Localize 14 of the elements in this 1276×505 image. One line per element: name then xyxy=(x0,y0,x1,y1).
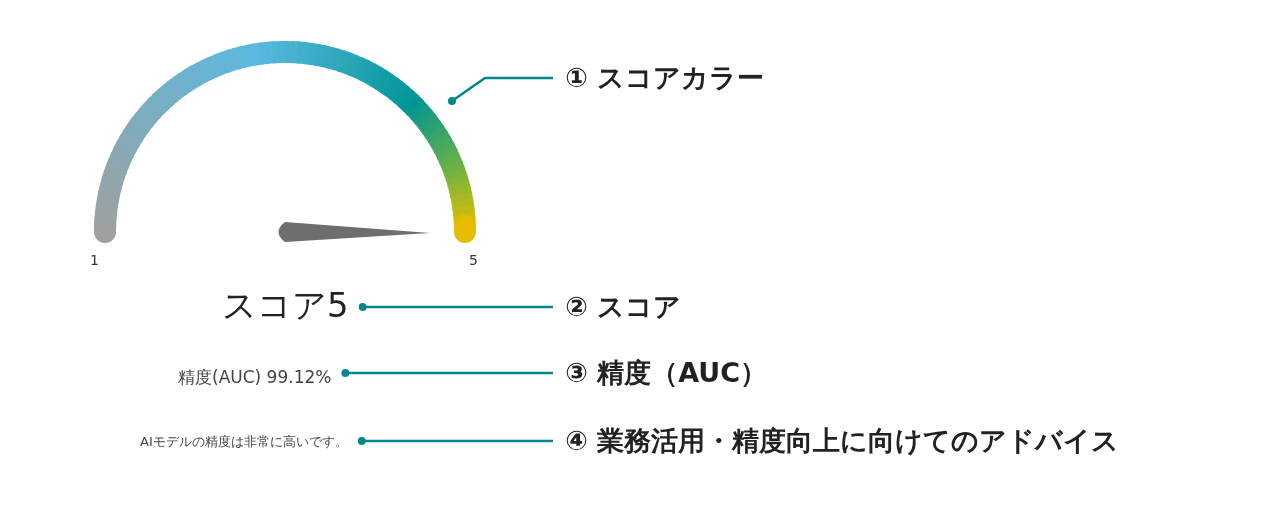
tick-label: 1 xyxy=(90,252,99,268)
callout-label: ② スコア xyxy=(565,289,682,325)
leader-line xyxy=(358,303,553,311)
callout-label: ④ 業務活用・精度向上に向けてのアドバイス xyxy=(565,423,1120,459)
leader-line xyxy=(357,437,553,445)
tick-label: 5 xyxy=(469,252,478,268)
advice-text: AIモデルの精度は非常に高いです。 xyxy=(140,433,348,451)
callout-label: ① スコアカラー xyxy=(565,60,765,96)
accuracy-text: 精度(AUC) 99.12% xyxy=(178,366,332,389)
gauge-drawing xyxy=(94,41,476,243)
leader-line xyxy=(341,369,553,377)
score-text: スコア5 xyxy=(222,283,349,329)
leader-line xyxy=(448,76,553,105)
callout-label: ③ 精度（AUC） xyxy=(565,355,768,391)
